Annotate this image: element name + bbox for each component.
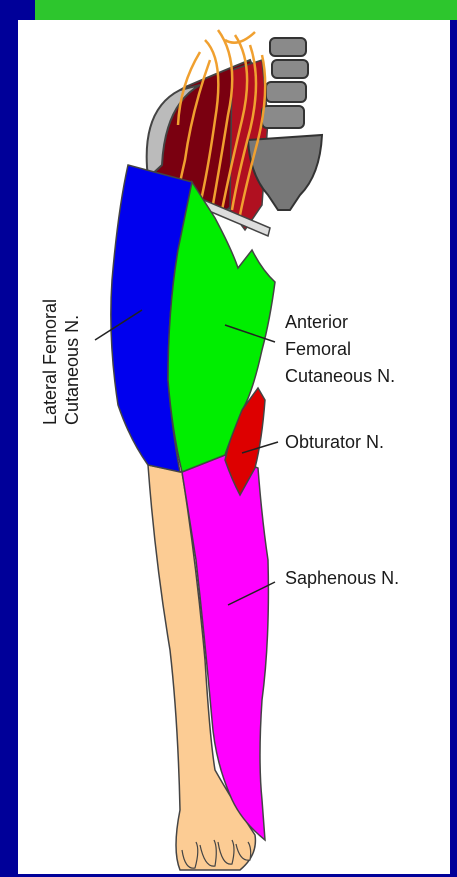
obturator-label: Obturator N.	[285, 432, 384, 452]
lateral-femoral-label: Lateral Femoral Cutaneous N.	[40, 294, 82, 425]
anterior-femoral-label-line2: Femoral	[285, 339, 351, 359]
spine	[262, 38, 308, 128]
lateral-femoral-label-line2: Cutaneous N.	[62, 315, 82, 425]
vertebra	[272, 60, 308, 78]
vertebra	[270, 38, 306, 56]
anterior-femoral-label-line1: Anterior	[285, 312, 348, 332]
anterior-femoral-label: Anterior Femoral Cutaneous N.	[285, 312, 395, 386]
anterior-femoral-label-line3: Cutaneous N.	[285, 366, 395, 386]
lateral-femoral-label-line1: Lateral Femoral	[40, 299, 60, 425]
saphenous-label: Saphenous N.	[285, 568, 399, 588]
vertebra	[266, 82, 306, 102]
vertebra	[262, 106, 304, 128]
